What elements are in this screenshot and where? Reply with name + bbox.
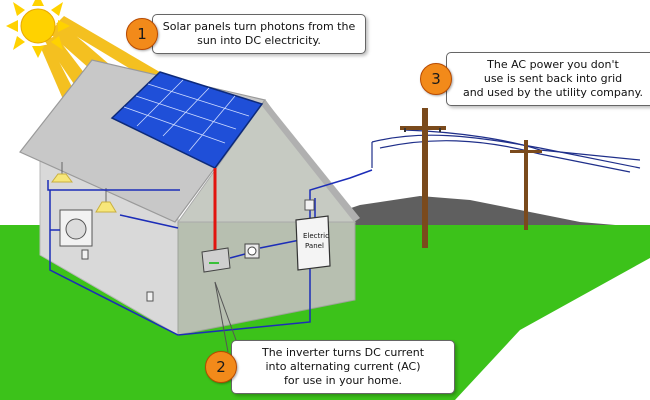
step-badge-1: 1 bbox=[126, 18, 158, 50]
ceiling-lamp bbox=[95, 188, 117, 213]
callout-1-line-1: Solar panels turn photons from the bbox=[162, 20, 356, 33]
callout-2-line-2: into alternating current (AC) bbox=[265, 360, 421, 373]
ceiling-lamp bbox=[51, 162, 73, 183]
callout-2-text: The inverter turns DC current into alter… bbox=[231, 340, 455, 394]
sun-ray bbox=[56, 16, 170, 88]
wall-outlet bbox=[146, 291, 154, 302]
grid-power-lines bbox=[371, 129, 641, 173]
callout-2-line-3: for use in your home. bbox=[283, 374, 403, 387]
callout-3-line-2: use is sent back into grid bbox=[483, 72, 623, 85]
callout-3-text: The AC power you don't use is sent back … bbox=[446, 52, 650, 106]
meter bbox=[244, 243, 260, 259]
step-badge-2: 2 bbox=[205, 351, 237, 383]
utility-pole-far bbox=[510, 140, 542, 230]
callout-2-line-1: The inverter turns DC current bbox=[261, 346, 425, 359]
sun-icon bbox=[6, 0, 70, 58]
callout-inverter: 2 The inverter turns DC current into alt… bbox=[205, 340, 455, 394]
electric-panel: Electric Panel bbox=[295, 215, 331, 271]
callout-2-leader bbox=[214, 281, 229, 353]
electric-panel-label-line-1: Electric bbox=[303, 232, 329, 240]
washing-machine bbox=[59, 209, 93, 247]
callout-1-text: Solar panels turn photons from the sun i… bbox=[152, 14, 366, 54]
wall-outlet bbox=[81, 249, 89, 260]
callout-1-line-2: sun into DC electricity. bbox=[197, 34, 321, 47]
callout-3-line-3: and used by the utility company. bbox=[462, 86, 644, 99]
step-badge-3: 3 bbox=[420, 63, 452, 95]
callout-solar-panels: 1 Solar panels turn photons from the sun… bbox=[126, 14, 366, 54]
callout-2-leader bbox=[214, 281, 237, 341]
solar-panel bbox=[110, 71, 264, 169]
callout-grid: 3 The AC power you don't use is sent bac… bbox=[420, 52, 650, 106]
callout-3-line-1: The AC power you don't bbox=[487, 58, 619, 71]
inverter bbox=[201, 247, 231, 273]
outdoor-meter bbox=[304, 199, 315, 211]
roof-edge bbox=[262, 100, 360, 222]
mountain bbox=[300, 196, 650, 232]
electric-panel-label-line-2: Panel bbox=[305, 242, 324, 250]
utility-pole-near bbox=[400, 108, 446, 248]
